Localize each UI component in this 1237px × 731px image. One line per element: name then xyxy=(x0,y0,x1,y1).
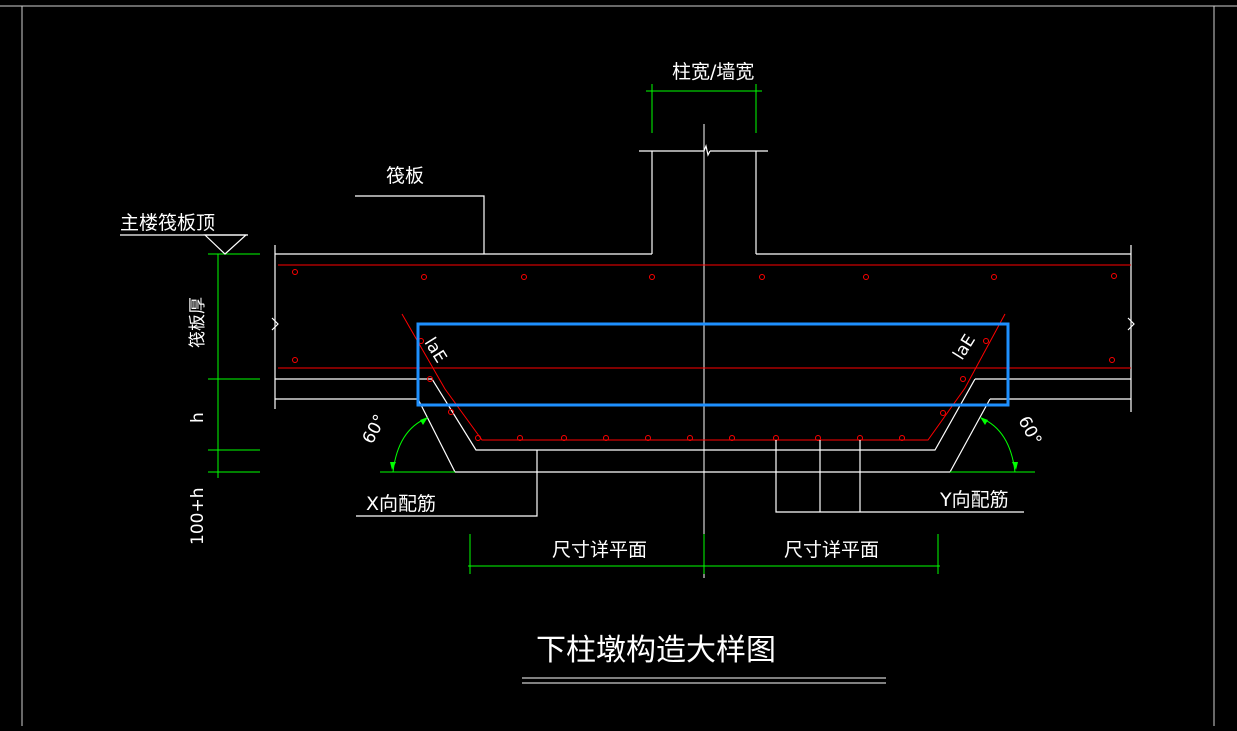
rebar-dot xyxy=(729,435,735,441)
main-raft-top-label: 主楼筏板顶 xyxy=(120,212,215,234)
lae-label-right: laE xyxy=(949,331,980,364)
rebar-dot xyxy=(645,435,651,441)
rebar-dot xyxy=(687,435,693,441)
dimension-label-right: 尺寸详平面 xyxy=(784,539,879,561)
rebar-dot xyxy=(759,274,765,280)
title-underline xyxy=(522,677,886,684)
raft-thickness-label: 筏板厚 xyxy=(188,297,208,348)
rebar-dot xyxy=(292,357,298,363)
angle-label-right: 60° xyxy=(1014,413,1046,449)
rebar-dot xyxy=(603,435,609,441)
rebar-dot xyxy=(1111,273,1117,279)
rebar-callouts xyxy=(356,440,1024,517)
rebar-dots xyxy=(292,269,1117,441)
h-plus-100-label: 100+h xyxy=(188,488,208,545)
angle-label-left: 60° xyxy=(359,411,391,447)
raft-outline xyxy=(271,195,1135,473)
rebar-dot xyxy=(649,274,655,280)
rebar-dot xyxy=(983,338,989,344)
selection-rectangle[interactable] xyxy=(416,322,1010,407)
raft-slab-label: 筏板 xyxy=(386,165,424,187)
rebar-dot xyxy=(427,376,433,382)
h-label: h xyxy=(188,412,208,423)
y-rebar-label: Y向配筋 xyxy=(939,489,1009,511)
column-outline xyxy=(639,143,768,254)
rebar-dot xyxy=(899,435,905,441)
viewport-frame xyxy=(0,5,1237,726)
column-width-label: 柱宽/墙宽 xyxy=(672,61,754,83)
rebar-dot xyxy=(421,274,427,280)
rebar-lines xyxy=(278,264,1131,441)
rebar-dot xyxy=(292,269,298,275)
rebar-dot xyxy=(863,274,869,280)
rebar-dot xyxy=(1109,357,1115,363)
elevation-symbol xyxy=(120,234,248,255)
rebar-dot xyxy=(991,274,997,280)
rebar-dot xyxy=(561,435,567,441)
rebar-dot xyxy=(815,435,821,441)
dimension-label-left: 尺寸详平面 xyxy=(552,539,647,561)
x-rebar-label: X向配筋 xyxy=(366,493,436,515)
rebar-dot xyxy=(448,409,454,415)
rebar-dot xyxy=(521,274,527,280)
rebar-dot xyxy=(517,435,523,441)
rebar-dot xyxy=(475,435,481,441)
dimensions xyxy=(208,84,1035,574)
drawing-title: 下柱墩构造大样图 xyxy=(536,633,776,668)
dimension-ticks xyxy=(390,417,1018,470)
lae-label-left: laE xyxy=(420,334,451,367)
rebar-dot xyxy=(960,376,966,382)
rebar-dot xyxy=(940,410,946,416)
